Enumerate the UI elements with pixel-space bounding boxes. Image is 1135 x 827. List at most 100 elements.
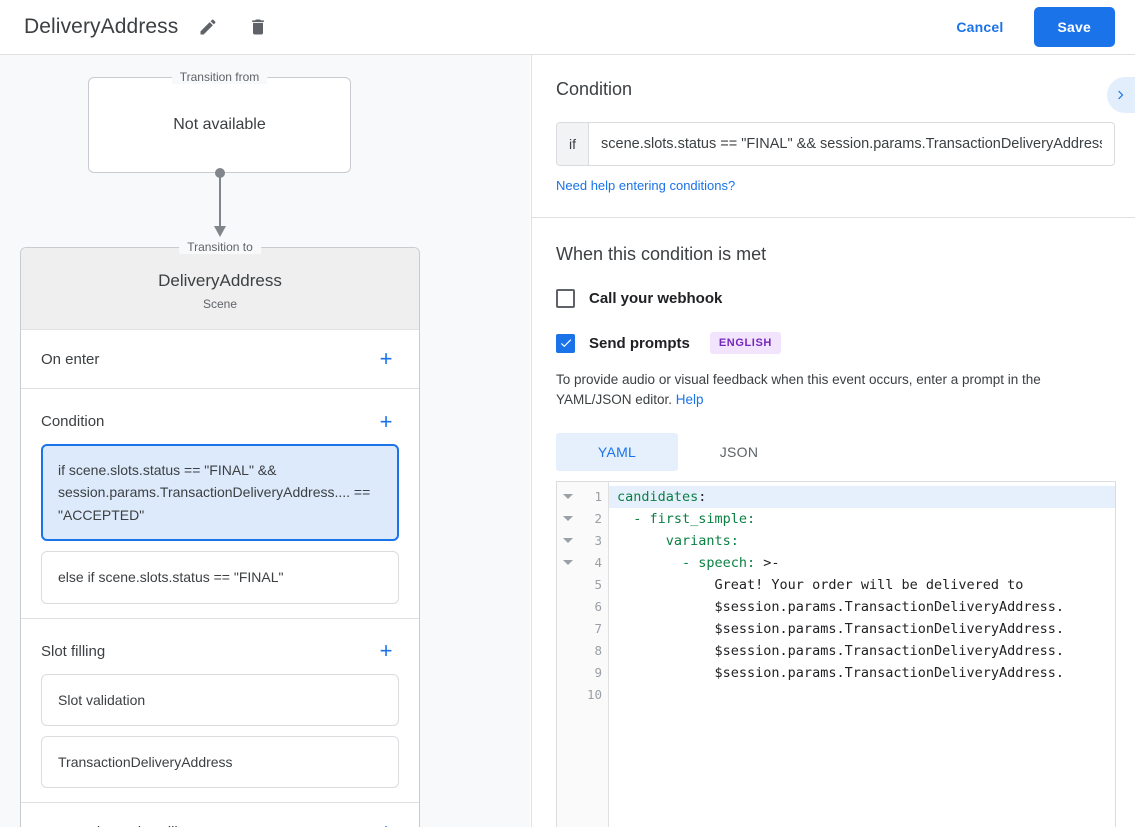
yaml-value-token: : [698, 489, 706, 505]
language-badge: ENGLISH [710, 332, 781, 354]
caret-down-icon [563, 494, 573, 499]
editor-code-line: candidates: [609, 486, 1115, 508]
editor-code-line: - first_simple: [609, 508, 1115, 530]
fold-toggle-icon[interactable] [557, 508, 579, 530]
condition-heading: Condition [556, 79, 1115, 100]
list-item[interactable]: if scene.slots.status == "FINAL" && sess… [41, 444, 399, 541]
transition-to-header[interactable]: DeliveryAddress Scene [21, 248, 419, 330]
prompts-row[interactable]: Send prompts ENGLISH [556, 332, 1115, 354]
section-title-slot-filling: Slot filling [41, 643, 105, 660]
prompts-hint-text: To provide audio or visual feedback when… [556, 370, 1115, 411]
add-on-enter-button[interactable]: + [373, 346, 399, 372]
condition-block: Condition if Need help entering conditio… [532, 55, 1135, 218]
yaml-editor[interactable]: 12345678910 candidates: - first_simple: … [556, 481, 1116, 827]
send-prompts-checkbox[interactable] [556, 334, 575, 353]
section-header-custom-intent[interactable]: Custom intent handling + [21, 803, 419, 827]
save-button[interactable]: Save [1034, 7, 1116, 47]
list-item[interactable]: TransactionDeliveryAddress [41, 736, 399, 788]
when-condition-met-block: When this condition is met Call your web… [532, 218, 1135, 827]
yaml-key-token: variants: [617, 533, 739, 549]
prompts-help-link[interactable]: Help [676, 392, 704, 407]
editor-line-number: 1 [579, 486, 602, 508]
expand-panel-button[interactable] [1107, 77, 1135, 113]
yaml-key-token: - first_simple: [617, 511, 755, 527]
tab-yaml[interactable]: YAML [556, 433, 678, 471]
pencil-icon [198, 17, 218, 37]
transition-to-card: Transition to DeliveryAddress Scene On e… [20, 247, 420, 827]
section-header-condition[interactable]: Condition + [21, 389, 419, 444]
fold-spacer [557, 574, 579, 596]
fold-toggle-icon[interactable] [557, 530, 579, 552]
slot-filling-list: Slot validation TransactionDeliveryAddre… [21, 674, 419, 803]
section-custom-intent-handling: Custom intent handling + [21, 803, 419, 827]
connector-arrow-icon [214, 226, 226, 237]
condition-help-link[interactable]: Need help entering conditions? [556, 178, 735, 193]
editor-line-number: 5 [579, 574, 602, 596]
prompts-hint-body: To provide audio or visual feedback when… [556, 372, 1041, 407]
section-header-on-enter[interactable]: On enter + [21, 330, 419, 388]
transition-from-card[interactable]: Transition from Not available [88, 77, 351, 173]
editor-format-tabs: YAML JSON [556, 433, 1115, 471]
editor-code-line: $session.params.TransactionDeliveryAddre… [609, 662, 1115, 684]
editor-code-line: variants: [609, 530, 1115, 552]
editor-line-number: 7 [579, 618, 602, 640]
tab-json[interactable]: JSON [678, 433, 800, 471]
add-condition-button[interactable]: + [373, 409, 399, 435]
chevron-right-icon [1114, 88, 1128, 102]
condition-if-prefix: if [557, 123, 589, 165]
editor-line-number: 10 [579, 684, 602, 706]
section-condition: Condition + if scene.slots.status == "FI… [21, 389, 419, 619]
trash-icon [248, 17, 268, 37]
transition-from-legend: Transition from [172, 70, 268, 84]
webhook-row[interactable]: Call your webhook [556, 289, 1115, 308]
transition-to-subtitle: Scene [21, 297, 419, 311]
section-title-on-enter: On enter [41, 351, 99, 368]
connector-line [219, 173, 221, 231]
fold-spacer [557, 618, 579, 640]
editor-code-line: $session.params.TransactionDeliveryAddre… [609, 618, 1115, 640]
list-item[interactable]: Slot validation [41, 674, 399, 726]
transition-to-title: DeliveryAddress [21, 271, 419, 291]
topbar-actions: Cancel Save [942, 7, 1135, 47]
editor-code-line: - speech: >- [609, 552, 1115, 574]
edit-button[interactable] [188, 7, 228, 47]
check-icon [559, 336, 573, 350]
editor-code-line: $session.params.TransactionDeliveryAddre… [609, 596, 1115, 618]
editor-line-number: 9 [579, 662, 602, 684]
editor-line-number: 8 [579, 640, 602, 662]
fold-spacer [557, 640, 579, 662]
editor-fold-gutter[interactable] [557, 482, 579, 827]
call-webhook-checkbox[interactable] [556, 289, 575, 308]
fold-spacer [557, 684, 579, 706]
cancel-button[interactable]: Cancel [942, 10, 1017, 44]
add-slot-filling-button[interactable]: + [373, 638, 399, 664]
list-item[interactable]: else if scene.slots.status == "FINAL" [41, 551, 399, 603]
add-custom-intent-button[interactable]: + [373, 819, 399, 827]
fold-toggle-icon[interactable] [557, 486, 579, 508]
editor-line-number: 2 [579, 508, 602, 530]
yaml-key-token: candidates [617, 489, 698, 505]
section-title-condition: Condition [41, 413, 104, 430]
section-slot-filling: Slot filling + Slot validation Transacti… [21, 619, 419, 804]
editor-code-line: $session.params.TransactionDeliveryAddre… [609, 640, 1115, 662]
topbar-left-group: DeliveryAddress [0, 7, 278, 47]
transition-to-legend: Transition to [179, 240, 261, 254]
condition-input[interactable] [589, 123, 1114, 165]
editor-code-area[interactable]: candidates: - first_simple: variants: - … [609, 482, 1115, 827]
editor-line-number: 6 [579, 596, 602, 618]
condition-input-group: if [556, 122, 1115, 166]
fold-spacer [557, 596, 579, 618]
call-webhook-label: Call your webhook [589, 290, 722, 307]
caret-down-icon [563, 538, 573, 543]
send-prompts-label: Send prompts [589, 335, 690, 352]
yaml-value-token: >- [755, 555, 779, 571]
section-on-enter: On enter + [21, 330, 419, 389]
editor-line-number: 4 [579, 552, 602, 574]
section-header-slot-filling[interactable]: Slot filling + [21, 619, 419, 674]
condition-list: if scene.slots.status == "FINAL" && sess… [21, 444, 419, 618]
delete-button[interactable] [238, 7, 278, 47]
editor-code-line [609, 684, 1115, 706]
fold-toggle-icon[interactable] [557, 552, 579, 574]
transition-from-value: Not available [89, 78, 350, 172]
scene-graph-panel: Transition from Not available Transition… [0, 55, 530, 827]
